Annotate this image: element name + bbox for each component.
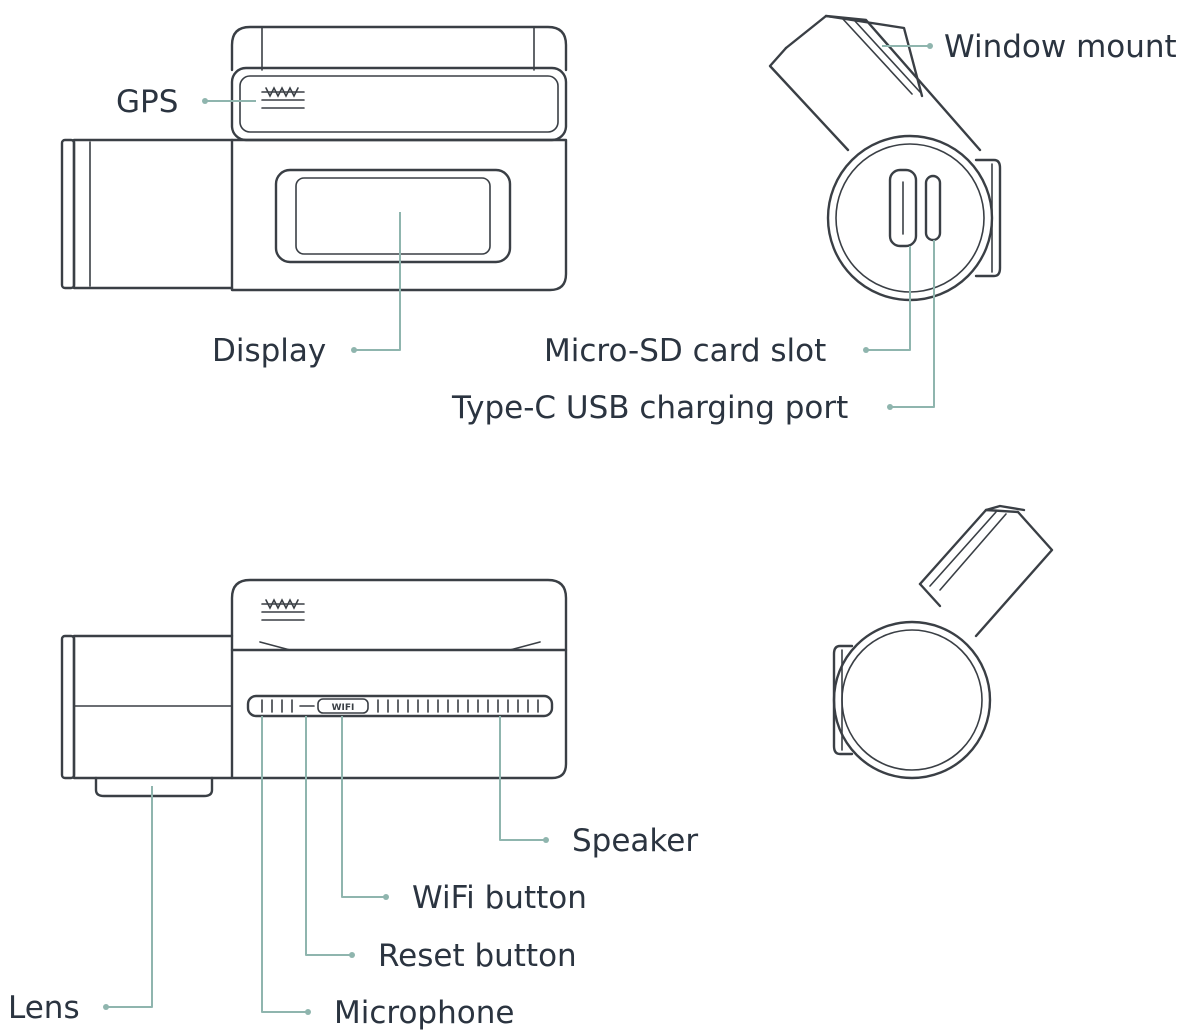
label-speaker: Speaker	[572, 823, 698, 859]
mount-side-view-ports	[768, 14, 1002, 302]
label-microphone: Microphone	[334, 995, 514, 1031]
label-wifi-button: WiFi button	[412, 880, 587, 916]
label-usb-port: Type-C USB charging port	[451, 390, 848, 426]
label-window-mount: Window mount	[944, 29, 1177, 65]
label-lens: Lens	[8, 990, 80, 1026]
label-microsd-slot: Micro-SD card slot	[544, 333, 826, 369]
wifi-key-icon	[317, 698, 369, 714]
camera-bottom-view: WIFI	[60, 578, 568, 798]
gps-grille-icon	[261, 86, 305, 109]
leader-lines	[103, 43, 935, 1015]
label-gps: GPS	[116, 84, 178, 120]
mount-side-view-plain	[832, 504, 1054, 780]
speaker-grille	[377, 699, 539, 713]
label-reset-button: Reset button	[378, 938, 577, 974]
button-strip	[246, 694, 554, 718]
usb-c-port-icon	[924, 174, 942, 242]
labels: GPS Display Window mount Micro-SD card s…	[8, 29, 1177, 1031]
camera-front-view	[60, 25, 568, 292]
label-display: Display	[212, 333, 326, 369]
wifi-key-mark: WIFI	[332, 703, 355, 713]
microsd-slot-icon	[888, 168, 918, 248]
gps-grille-icon-bottom	[261, 598, 305, 621]
